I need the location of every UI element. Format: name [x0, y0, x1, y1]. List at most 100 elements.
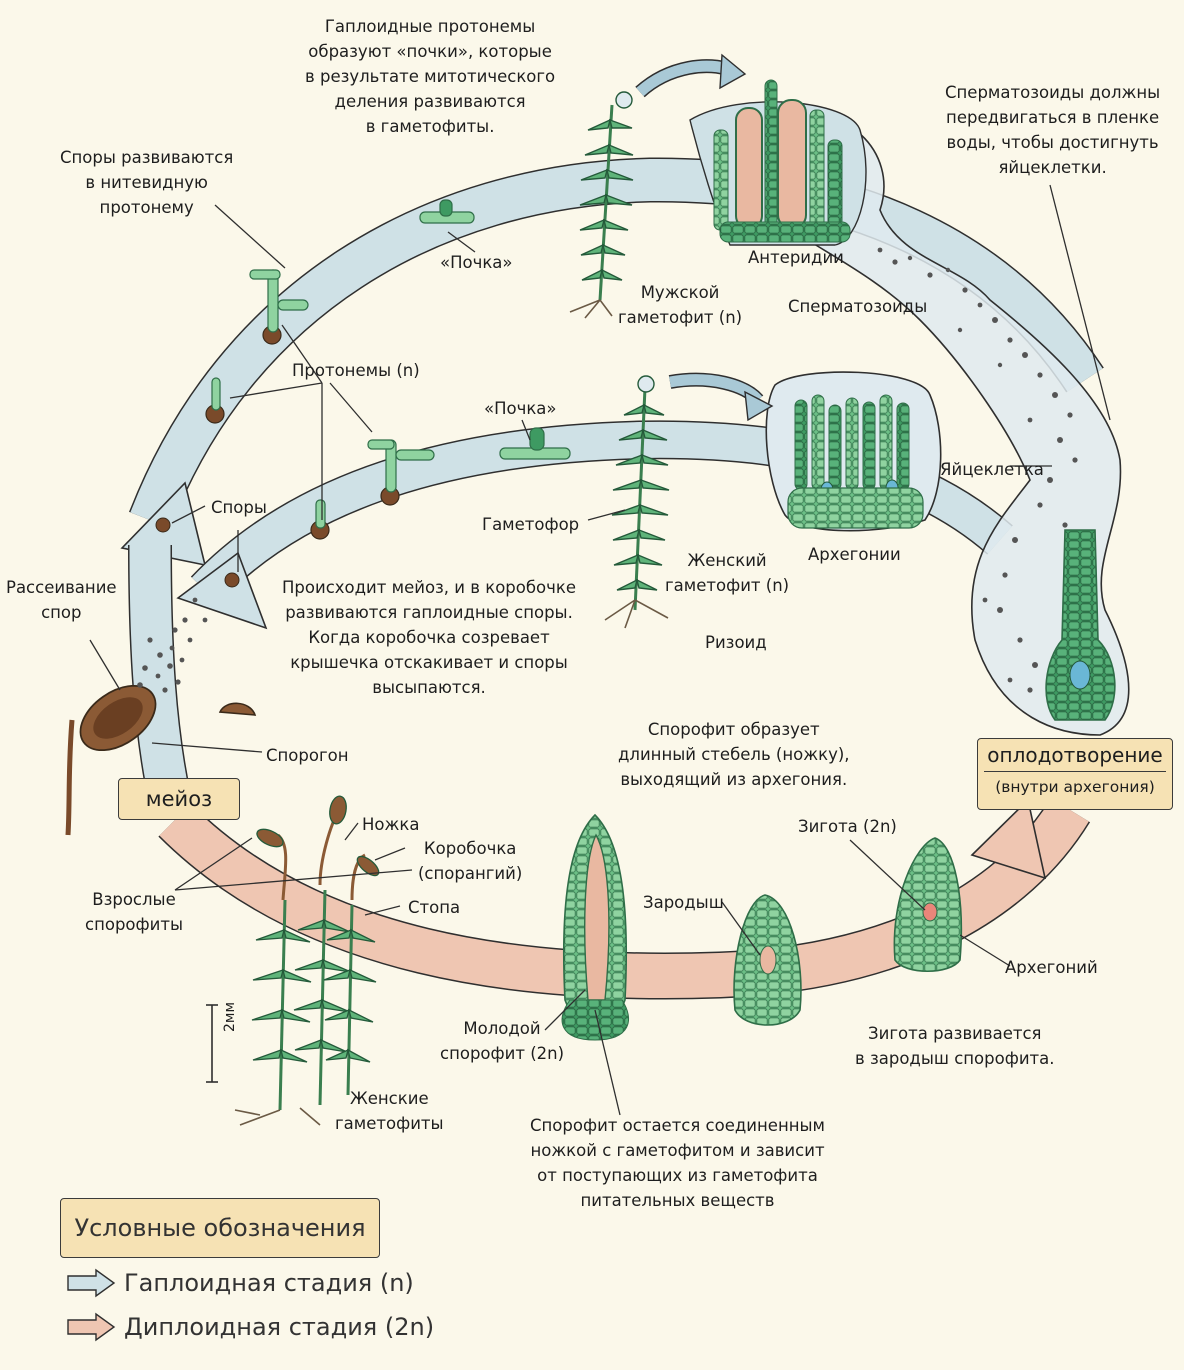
- water-film: [780, 114, 1130, 736]
- meiosis-box: мейоз: [118, 778, 240, 820]
- label-line: (спорангий): [418, 864, 523, 883]
- adult-sporophytes-label: Взрослые спорофиты: [85, 887, 183, 937]
- embryo-label: Зародыш: [643, 893, 724, 912]
- diploid-arrowhead: [970, 798, 1047, 880]
- note-line: Гаплоидные протонемы: [324, 17, 536, 36]
- fertilization-title: оплодотворение: [984, 739, 1166, 772]
- note-line: Происходит мейоз, и в коробочке: [282, 578, 577, 597]
- legend-diploid-label: Диплоидная стадия (2n): [124, 1313, 435, 1341]
- zygote-label: Зигота (2n): [798, 817, 897, 836]
- note-line: высыпаются.: [372, 678, 486, 697]
- label-line: Взрослые: [92, 890, 176, 909]
- spore-dots: [155, 517, 240, 588]
- label-line: Женский: [687, 551, 767, 570]
- label-line: Женские: [349, 1089, 429, 1108]
- young-sporophyte-plant: [561, 813, 630, 1041]
- scale-label: 2мм: [222, 1001, 238, 1032]
- sporophyte-dependent-note: Спорофит остается соединенным ножкой с г…: [530, 1113, 825, 1213]
- label-line: гаметофиты: [335, 1114, 444, 1133]
- spore-dispersal-label: Рассеивание спор: [6, 575, 117, 625]
- sporogon-capsule: [65, 684, 257, 836]
- note-line: крышечка отскакивает и споры: [290, 653, 568, 672]
- protonemata-label: Протонемы (n): [292, 361, 420, 380]
- note-line: протонему: [99, 198, 194, 217]
- dispersed-spores: [137, 597, 208, 693]
- legend-haploid-label: Гаплоидная стадия (n): [124, 1269, 414, 1297]
- zygote-archegonium: [893, 837, 963, 973]
- meiosis-note: Происходит мейоз, и в коробочке развиваю…: [282, 575, 576, 700]
- note-line: ножкой с гаметофитом и зависит: [530, 1141, 825, 1160]
- note-line: длинный стебель (ножку),: [618, 745, 850, 764]
- label-line: Коробочка: [423, 839, 517, 858]
- gametophore-label: Гаметофор: [482, 515, 580, 534]
- fertilization-subtitle: (внутри архегония): [995, 778, 1155, 796]
- sperm-note: Сперматозоиды должны передвигаться в пле…: [945, 80, 1160, 180]
- note-line: выходящий из архегония.: [620, 770, 848, 789]
- label-line: Молодой: [463, 1019, 541, 1038]
- sperm-label: Сперматозоиды: [788, 297, 928, 316]
- note-line: Спорофит остается соединенным: [530, 1116, 825, 1135]
- male-gametophyte-label: Мужской гаметофит (n): [618, 280, 742, 330]
- bud-label-mid: «Почка»: [484, 399, 557, 418]
- note-line: деления развиваются: [334, 92, 526, 111]
- note-line: развиваются гаплоидные споры.: [285, 603, 573, 622]
- label-line: гаметофит (n): [618, 308, 743, 327]
- note-line: в нитевидную: [85, 173, 208, 192]
- foot-label: Стопа: [408, 898, 461, 917]
- egg-label: Яйцеклетка: [940, 460, 1044, 479]
- note-line: в гаметофиты.: [365, 117, 495, 136]
- inner-arrowhead: [176, 551, 268, 630]
- legend-haploid: Гаплоидная стадия (n): [66, 1268, 414, 1298]
- fertilized-archegonium: [1045, 529, 1116, 721]
- sporophyte-stalk-note: Спорофит образует длинный стебель (ножку…: [618, 717, 850, 792]
- rhizoid-label: Ризоид: [705, 633, 767, 652]
- label-line: Рассеивание: [6, 578, 117, 597]
- note-line: образуют «почки», которые: [308, 42, 552, 61]
- female-gametophyte-label: Женский гаметофит (n): [665, 548, 789, 598]
- label-line: Мужской: [640, 283, 720, 302]
- archegonia-cluster: [787, 394, 924, 529]
- leader-lines: [89, 184, 1111, 1116]
- note-line: от поступающих из гаметофита: [537, 1166, 818, 1185]
- legend-diploid: Диплоидная стадия (2n): [66, 1312, 434, 1342]
- young-sporophyte-label: Молодой спорофит (2n): [440, 1016, 564, 1066]
- label-line: спорофит (2n): [440, 1044, 565, 1063]
- note-line: питательных веществ: [580, 1191, 775, 1210]
- haploid-arrow-icon: [67, 1268, 116, 1298]
- label-line: спор: [41, 603, 82, 622]
- note-line: в результате митотического: [305, 67, 556, 86]
- archegonia-label: Архегонии: [808, 545, 901, 564]
- note-line: воды, чтобы достигнуть: [946, 133, 1159, 152]
- note-line: Зигота развивается: [868, 1024, 1042, 1043]
- sporogon-label: Спорогон: [266, 746, 349, 765]
- note-line: в зародыш спорофита.: [855, 1049, 1055, 1068]
- capsule-label: Коробочка (спорангий): [418, 836, 522, 886]
- antheridia-cluster: [689, 79, 867, 246]
- bud-label-top: «Почка»: [440, 253, 513, 272]
- archegonium-label: Архегоний: [1005, 958, 1098, 977]
- spores-develop-note: Споры развиваются в нитевидную протонему: [60, 145, 233, 220]
- note-line: яйцеклетки.: [998, 158, 1107, 177]
- female-gametophyte-plant: [604, 375, 670, 629]
- antheridia-label: Антеридии: [748, 248, 844, 267]
- zygote-develops-note: Зигота развивается в зародыш спорофита.: [855, 1021, 1055, 1071]
- scale-bar: [206, 1004, 218, 1083]
- seta-label: Ножка: [362, 815, 420, 834]
- male-gametophyte-plant: [569, 91, 634, 319]
- note-line: Спорофит образует: [647, 720, 820, 739]
- sperm-dots: [877, 247, 1088, 693]
- adult-sporophytes: [234, 795, 380, 1126]
- protonemata: [205, 199, 571, 540]
- note-line: передвигаться в пленке: [946, 108, 1160, 127]
- diploid-arrow-icon: [67, 1312, 116, 1342]
- spores-label: Споры: [211, 498, 267, 517]
- label-line: спорофиты: [85, 915, 183, 934]
- note-line: Споры развиваются: [60, 148, 234, 167]
- note-line: Когда коробочка созревает: [308, 628, 550, 647]
- note-line: Сперматозоиды должны: [945, 83, 1161, 102]
- fertilization-box: оплодотворение (внутри архегония): [977, 738, 1173, 810]
- label-line: гаметофит (n): [665, 576, 790, 595]
- haploid-protonema-note: Гаплоидные протонемы образуют «почки», к…: [305, 14, 555, 139]
